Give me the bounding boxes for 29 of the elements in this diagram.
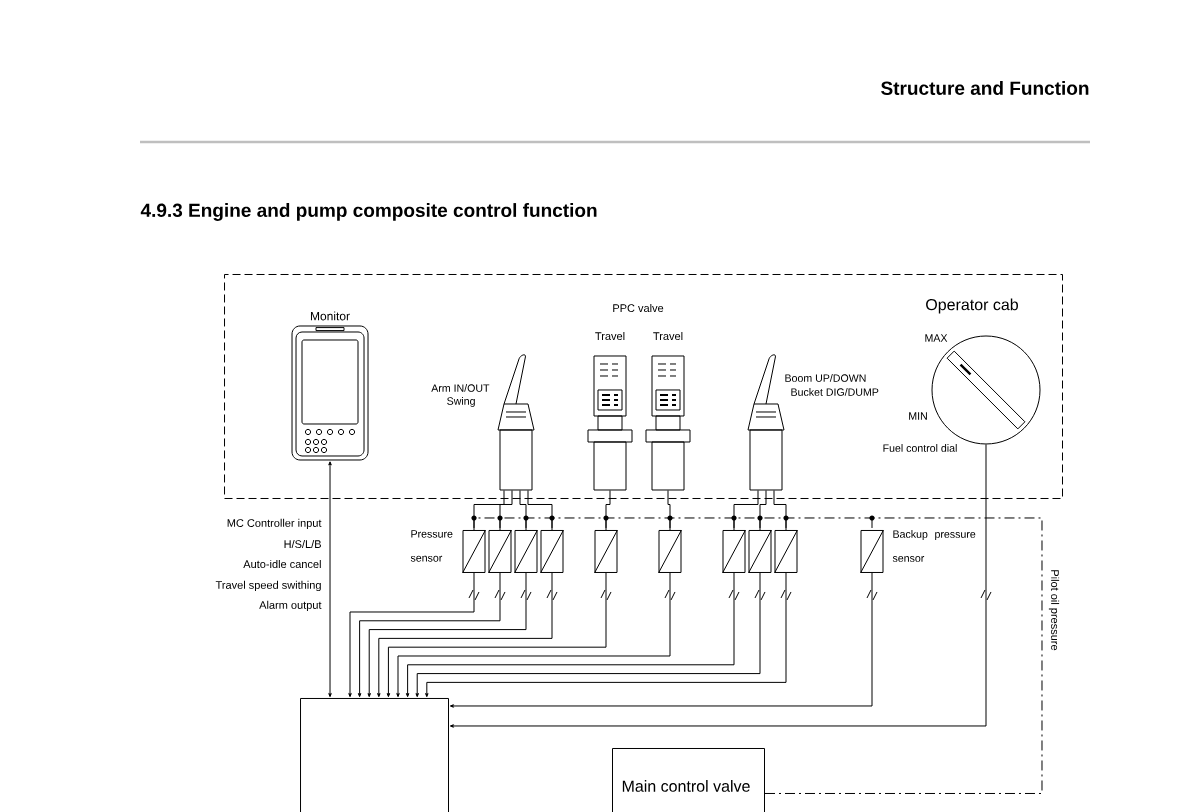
joystick-drawing [497, 354, 535, 491]
signal-arrow [348, 572, 475, 698]
signal-wire [605, 490, 611, 531]
pressure-sensor-symbol [594, 529, 618, 574]
pressure-sensor-symbol [860, 529, 884, 574]
controller-box [300, 698, 449, 812]
signal-wire [667, 490, 671, 531]
signal-arrow [449, 444, 987, 728]
joystick-drawing [747, 354, 785, 491]
pressure-sensor-symbol [748, 529, 772, 574]
signal-arrow [357, 572, 501, 698]
pressure-sensor-symbol [540, 529, 564, 574]
signal-arrow [386, 572, 607, 698]
double-arrow [328, 461, 332, 698]
pressure-sensor-symbol [658, 529, 682, 574]
header-title: Structure and Function [881, 81, 1089, 95]
pressure-sensor-symbol [462, 529, 486, 574]
pressure-sensor-symbol [722, 529, 746, 574]
pilot-line [471, 515, 1043, 794]
signal-wire [759, 490, 767, 531]
signal-arrow [377, 572, 553, 698]
signal-arrow [396, 572, 671, 698]
signal-arrow [367, 572, 527, 698]
pressure-sensor-symbol [774, 529, 798, 574]
pressure-sensor-symbol [514, 529, 538, 574]
pressure-sensor-symbol [488, 529, 512, 574]
valve-box: Main control valve [612, 748, 765, 812]
signal-arrow [449, 572, 873, 708]
section-title: 4.9.3 Engine and pump composite control function [140, 203, 597, 221]
